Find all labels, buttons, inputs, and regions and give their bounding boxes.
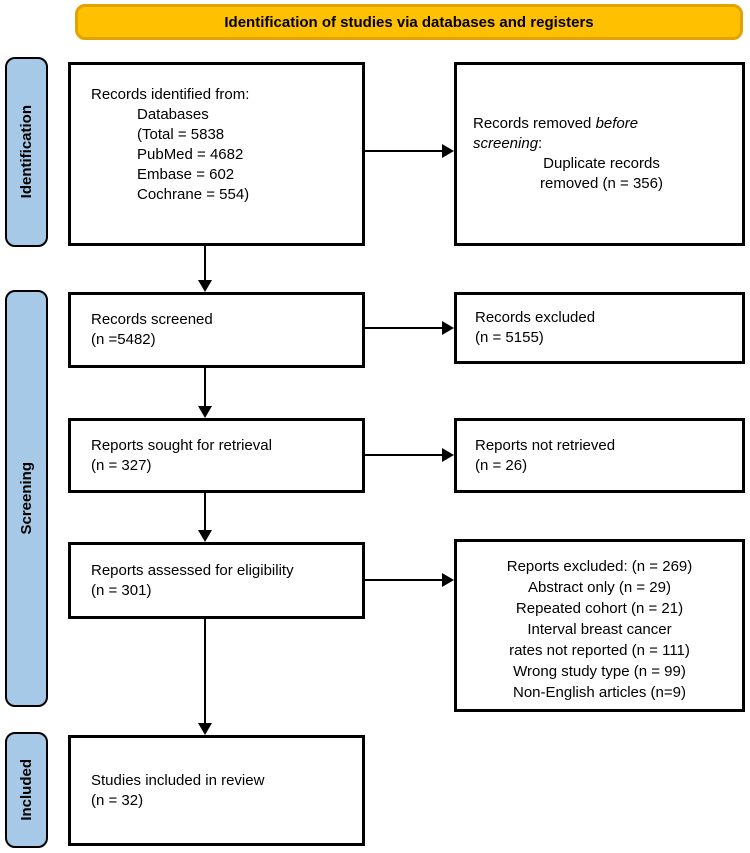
records-removed-title-italic: before bbox=[595, 115, 639, 132]
records-excluded-line: Records excluded bbox=[475, 309, 596, 326]
box-records-removed: Records removed before screening: Duplic… bbox=[454, 62, 745, 246]
reports-excluded-detail: Abstract only (n = 29) Repeated cohort (… bbox=[465, 577, 734, 703]
records-identified-line: Databases bbox=[137, 106, 209, 123]
arrow-screened-to-sought-line bbox=[204, 368, 206, 407]
reports-sought-line: Reports sought for retrieval bbox=[91, 436, 272, 454]
arrow-screened-to-excluded-head bbox=[442, 321, 454, 335]
stage-label-screening: Screening bbox=[5, 290, 48, 707]
records-screened-line: Records screened bbox=[91, 311, 213, 328]
reports-excluded-line: Interval breast cancer bbox=[527, 621, 672, 638]
studies-included-line: (n = 32) bbox=[91, 791, 144, 809]
arrow-screened-to-sought-head bbox=[198, 406, 212, 418]
reports-excluded-line: Abstract only (n = 29) bbox=[528, 579, 671, 596]
records-screened-line: (n =5482) bbox=[91, 331, 156, 348]
banner-label: Identification of studies via databases … bbox=[224, 13, 594, 31]
arrow-identified-to-removed-line bbox=[365, 150, 442, 152]
records-removed-detail: Duplicate records removed (n = 356) bbox=[473, 154, 730, 194]
studies-included-line: Studies included in review bbox=[91, 771, 265, 789]
arrow-assessed-to-excluded-head bbox=[442, 573, 454, 587]
stage-label-identification: Identification bbox=[5, 57, 48, 247]
box-reports-sought: Reports sought for retrieval (n = 327) bbox=[68, 418, 365, 493]
reports-assessed-line: Reports assessed for eligibility bbox=[91, 561, 294, 579]
arrow-sought-to-not-retrieved-head bbox=[442, 448, 454, 462]
arrow-identified-to-screened-line bbox=[204, 246, 206, 281]
arrow-identified-to-removed-head bbox=[442, 144, 454, 158]
reports-assessed-line: (n = 301) bbox=[91, 581, 152, 599]
arrow-sought-to-not-retrieved-line bbox=[365, 454, 442, 456]
reports-sought-line: (n = 327) bbox=[91, 456, 152, 474]
records-excluded-line: (n = 5155) bbox=[475, 329, 544, 346]
records-identified-line: Embase = 602 bbox=[137, 166, 235, 183]
arrow-assessed-to-excluded-line bbox=[365, 579, 442, 581]
reports-not-retrieved-line: Reports not retrieved bbox=[475, 436, 616, 454]
stage-label-screening-text: Screening bbox=[18, 462, 35, 535]
records-removed-line: removed (n = 356) bbox=[540, 175, 663, 192]
reports-excluded-line: Non-English articles (n=9) bbox=[513, 684, 686, 701]
records-removed-title-italic2: screening bbox=[473, 135, 539, 152]
arrow-screened-to-excluded-line bbox=[365, 327, 442, 329]
box-reports-excluded: Reports excluded: (n = 269) Abstract onl… bbox=[454, 539, 745, 712]
arrow-identified-to-screened-head bbox=[198, 280, 212, 292]
banner-identification-of-studies: Identification of studies via databases … bbox=[75, 4, 743, 40]
stage-label-identification-text: Identification bbox=[18, 105, 35, 199]
records-removed-title: Records removed before screening: bbox=[473, 114, 730, 154]
records-identified-detail: Databases (Total = 5838 PubMed = 4682 Em… bbox=[91, 105, 352, 205]
box-studies-included: Studies included in review (n = 32) bbox=[68, 735, 365, 846]
records-removed-line: Duplicate records bbox=[543, 155, 660, 172]
arrow-sought-to-assessed-line bbox=[204, 493, 206, 531]
box-reports-not-retrieved: Reports not retrieved (n = 26) bbox=[454, 418, 745, 493]
arrow-assessed-to-included-line bbox=[204, 619, 206, 724]
reports-excluded-line: Repeated cohort (n = 21) bbox=[515, 600, 684, 617]
box-records-screened: Records screened (n =5482) bbox=[68, 292, 365, 368]
records-identified-line: PubMed = 4682 bbox=[137, 146, 244, 163]
box-records-identified: Records identified from: Databases (Tota… bbox=[68, 62, 365, 246]
records-identified-title: Records identified from: bbox=[91, 86, 250, 103]
reports-excluded-line: rates not reported (n = 111) bbox=[509, 642, 690, 659]
box-records-excluded: Records excluded (n = 5155) bbox=[454, 292, 745, 364]
box-reports-assessed: Reports assessed for eligibility (n = 30… bbox=[68, 542, 365, 619]
arrow-sought-to-assessed-head bbox=[198, 530, 212, 542]
reports-excluded-title: Reports excluded: (n = 269) bbox=[506, 558, 693, 575]
stage-label-included-text: Included bbox=[18, 759, 35, 821]
records-identified-line: Cochrane = 554) bbox=[137, 186, 250, 203]
records-identified-line: (Total = 5838 bbox=[137, 126, 225, 143]
records-removed-title-colon: : bbox=[538, 135, 543, 152]
arrow-assessed-to-included-head bbox=[198, 723, 212, 735]
reports-excluded-line: Wrong study type (n = 99) bbox=[513, 663, 686, 680]
records-removed-title-normal: Records removed bbox=[473, 115, 596, 132]
stage-label-included: Included bbox=[5, 732, 48, 848]
reports-not-retrieved-line: (n = 26) bbox=[475, 456, 528, 474]
